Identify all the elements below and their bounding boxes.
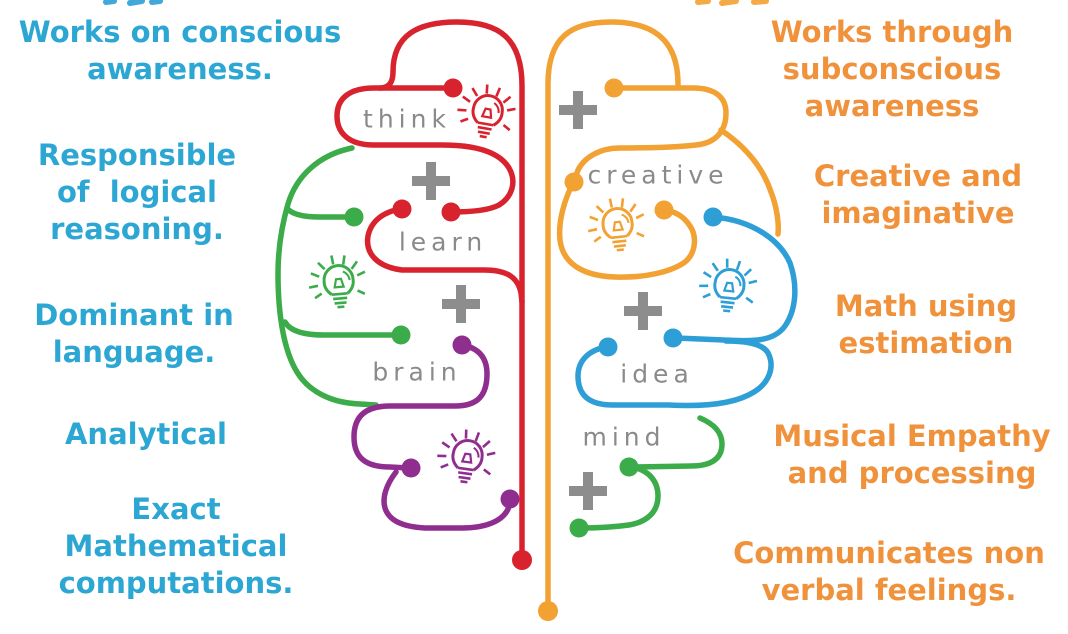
node-dots-purple xyxy=(401,335,520,509)
note-creative-imaginative: Creative and imaginative xyxy=(813,159,1023,230)
node-dots-blue xyxy=(598,207,723,357)
brain-word-think: think xyxy=(363,104,451,134)
note-nonverbal-feelings: Communicates non verbal feelings. xyxy=(733,536,1045,607)
note-exact-computations: Exact Mathematical computations. xyxy=(58,492,294,600)
plus-icon xyxy=(412,162,450,200)
idea-bubble-path xyxy=(575,338,774,409)
right-brain-dome-and-trunk xyxy=(545,19,681,614)
right-outer-sweep-orange xyxy=(718,127,781,237)
note-conscious-awareness: Works on conscious awareness. xyxy=(18,15,342,86)
node-dot xyxy=(663,328,683,348)
note-musical-empathy: Musical Empathy and processing xyxy=(773,419,1051,490)
lightbulb-icon xyxy=(452,78,521,143)
brain-word-creative: creative xyxy=(587,160,729,190)
node-dots-red xyxy=(392,78,532,570)
node-dot xyxy=(401,458,421,478)
node-dot xyxy=(598,337,618,357)
node-dot xyxy=(344,207,364,227)
note-analytical: Analytical xyxy=(64,417,227,451)
left-outer-arc-green xyxy=(275,145,379,408)
lightbulb-icon xyxy=(583,193,649,255)
node-dot xyxy=(443,78,463,98)
note-logical-reasoning: Responsible of logical reasoning. xyxy=(37,138,237,246)
plus-icon xyxy=(442,285,480,323)
green-branch-upper xyxy=(284,205,354,220)
cropped-heading-remnant-left xyxy=(103,0,163,6)
blue-bulge-path xyxy=(673,214,798,344)
think-bubble-path xyxy=(334,85,516,215)
node-dot xyxy=(619,457,639,477)
node-dot xyxy=(654,200,674,220)
node-dot xyxy=(569,518,589,538)
brain-word-brain: brain xyxy=(372,357,462,387)
brain-bubble-path-purple xyxy=(351,342,490,471)
note-dominant-language: Dominant in language. xyxy=(34,298,234,369)
lightbulb-icon xyxy=(432,424,500,488)
node-dots-green xyxy=(344,207,639,538)
node-dot xyxy=(392,199,412,219)
brain-word-mind: mind xyxy=(582,422,666,452)
plus-icon xyxy=(559,91,597,129)
node-dot xyxy=(538,601,558,621)
note-math-estimation: Math using estimation xyxy=(834,289,1018,360)
node-dot xyxy=(604,78,624,98)
node-dots-orange xyxy=(538,78,674,621)
brain-word-idea: idea xyxy=(620,359,694,389)
left-brain-dome-and-trunk xyxy=(377,19,525,563)
node-dot xyxy=(564,172,584,192)
note-subconscious-awareness: Works through subconscious awareness xyxy=(770,15,1014,123)
learn-bubble-path xyxy=(364,206,525,305)
node-dot xyxy=(500,489,520,509)
node-dot xyxy=(391,325,411,345)
node-dot xyxy=(441,202,461,222)
plus-icon xyxy=(569,472,607,510)
node-dot xyxy=(452,335,472,355)
creative-bubble-path xyxy=(556,85,729,280)
brain-word-learn: learn xyxy=(398,227,488,257)
node-dot xyxy=(512,550,532,570)
mind-bubble-path-green xyxy=(578,415,725,531)
green-branch-lower xyxy=(282,319,401,338)
node-dot xyxy=(703,207,723,227)
plus-icon xyxy=(624,292,662,330)
cropped-heading-remnant-right xyxy=(695,0,769,6)
